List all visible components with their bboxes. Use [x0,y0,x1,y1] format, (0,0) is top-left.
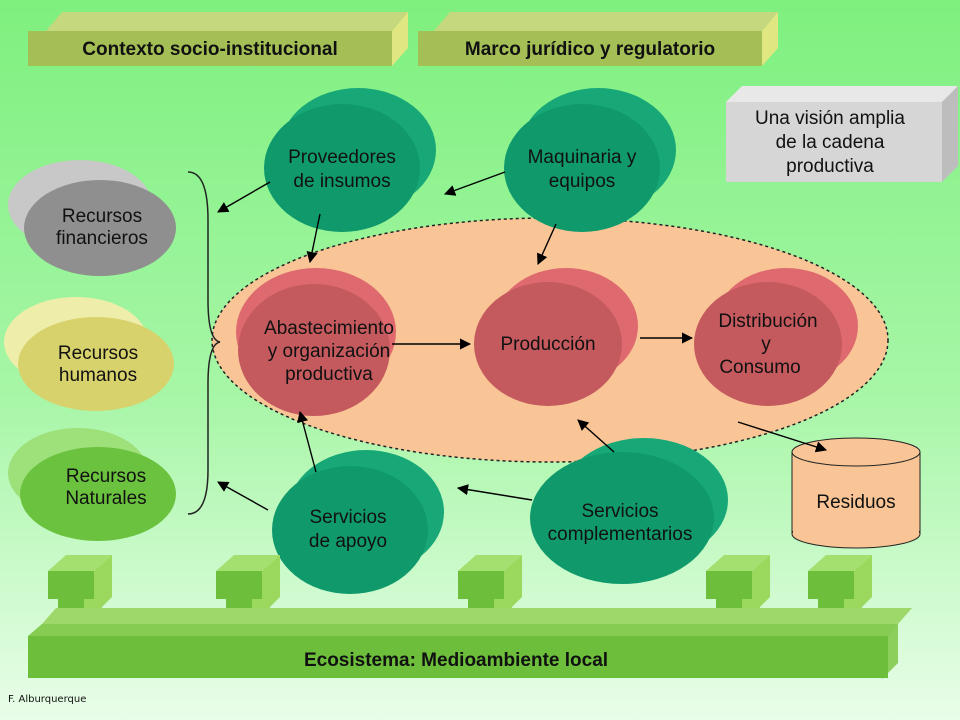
resource-financial: Recursos financieros [8,160,176,276]
resource-natural-line-2: Naturales [65,488,146,509]
node-distribution-line-1: Distribución [718,311,817,332]
resource-financial-line-1: Recursos [62,206,142,227]
resources-bracket [187,171,221,515]
info-line-3: productiva [786,156,874,177]
node-suppliers-line-2: de insumos [293,171,390,192]
resource-financial-line-2: financieros [56,228,148,249]
ecosystem-label: Ecosistema: Medioambiente local [304,650,608,671]
node-suppliers-line-1: Proveedores [288,147,396,168]
node-distribution: Distribución y Consumo [694,268,858,406]
info-line-2: de la cadena [776,132,885,153]
info-line-1: Una visión amplia [755,108,905,129]
node-waste: Residuos [791,437,921,549]
info-box: Una visión amplia de la cadena productiv… [726,86,958,182]
arrows [217,171,828,511]
node-supply-line-3: productiva [285,364,373,385]
resource-human: Recursos humanos [4,297,174,411]
node-complementary: Servicios complementarios [530,438,728,584]
resource-human-line-1: Recursos [58,343,138,364]
arrow-suppliers-to-supply [306,213,321,264]
arrow-machinery-to-suppliers [443,171,506,196]
banner-context: Contexto socio-institucional [28,12,408,66]
banner-legal-label: Marco jurídico y regulatorio [465,39,715,60]
resource-natural-line-1: Recursos [66,466,146,487]
node-suppliers: Proveedores de insumos [264,88,436,232]
arrow-complementary-to-support [456,484,533,501]
resource-natural: Recursos Naturales [8,428,176,541]
arrow-machinery-to-production [537,223,557,266]
node-machinery-line-1: Maquinaria y [528,147,637,168]
node-support-line-1: Servicios [309,507,386,528]
node-supply: Abastecimiento y organización productiva [236,268,396,416]
arrow-distribution-to-waste [737,421,828,453]
node-supply-line-1: Abastecimiento [264,318,394,339]
node-machinery: Maquinaria y equipos [504,88,676,232]
banner-legal: Marco jurídico y regulatorio [418,12,778,66]
arrow-complementary-to-production [577,419,615,453]
node-support: Servicios de apoyo [272,450,444,594]
node-supply-line-2: y organización [268,341,391,362]
arrow-suppliers-to-financial [217,181,271,213]
banner-context-label: Contexto socio-institucional [82,39,337,60]
author-credit: F. Alburquerque [8,694,87,705]
node-complementary-line-2: complementarios [548,524,693,545]
resource-human-line-2: humanos [59,365,137,386]
arrow-support-to-natural [217,481,269,511]
node-production: Producción [474,268,638,406]
arrow-support-to-supply [297,410,317,473]
node-machinery-line-2: equipos [549,171,616,192]
node-distribution-line-2: y [761,334,771,355]
node-waste-label: Residuos [816,492,895,513]
node-production-line-1: Producción [500,334,595,355]
ecosystem-bar: Ecosistema: Medioambiente local [28,608,912,679]
node-distribution-line-3: Consumo [719,357,800,378]
node-complementary-line-1: Servicios [581,501,658,522]
node-support-line-2: de apoyo [309,531,387,552]
